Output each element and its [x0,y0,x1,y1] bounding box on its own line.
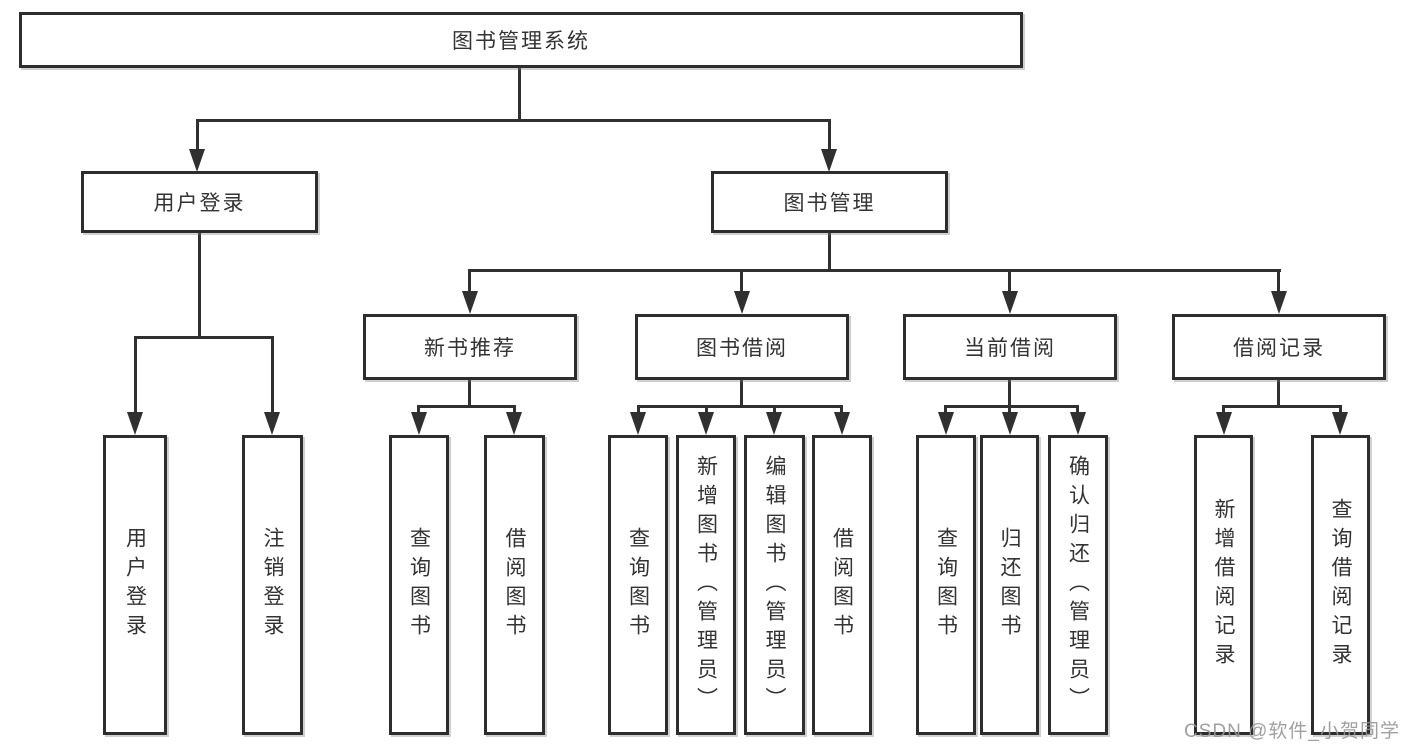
connector-drop [637,405,640,414]
leaf-label: 借阅图书 [830,527,854,643]
leaf-edit-books-admin: 编辑图书（管理员） [744,435,805,735]
connector-user-rail [134,336,274,339]
connector-drop [1222,405,1225,414]
arrow-down-icon [698,412,714,435]
leaf-label: 新增图书（管理员） [694,454,718,716]
node-label: 图书管理系统 [452,30,590,53]
node-label: 借阅记录 [1233,337,1325,360]
arrow-down-icon [1271,291,1287,314]
node-label: 用户登录 [153,192,246,215]
leaf-label: 注销登录 [261,527,284,643]
node-borrowing-records: 借阅记录 [1172,314,1386,380]
arrow-down-icon [189,149,205,172]
leaf-label: 编辑图书（管理员） [763,454,786,716]
connector-drop [271,336,274,414]
connector-drop [944,405,947,414]
node-label: 当前借阅 [964,337,1056,360]
leaf-confirm-return-admin: 确认归还（管理员） [1048,435,1108,735]
leaf-return-books: 归还图书 [980,435,1039,735]
leaf-add-books-admin: 新增图书（管理员） [676,435,736,735]
node-new-book-recommendation: 新书推荐 [363,314,577,380]
arrow-down-icon [938,412,954,435]
node-user-login-branch: 用户登录 [81,171,318,233]
leaf-label: 确认归还（管理员） [1066,454,1090,716]
leaf-label: 查询图书 [407,527,431,643]
arrow-down-icon [1216,412,1232,435]
leaf-query-books-current: 查询图书 [916,435,976,735]
connector-user-stem [198,233,201,338]
connector-group-rail [1222,405,1342,408]
arrow-down-icon [1002,412,1018,435]
connector-book-stem [828,233,831,271]
connector-drop [1076,405,1079,414]
leaf-label: 查询图书 [626,527,650,643]
arrow-down-icon [462,291,478,314]
connector-drop [417,405,420,414]
leaf-label: 查询图书 [934,527,958,643]
connector-group-rail [637,405,843,408]
arrow-down-icon [1002,291,1018,314]
connector-drop [773,405,776,414]
leaf-user-login: 用户登录 [103,435,167,735]
connector-group-stem [740,380,743,407]
node-library-management-system: 图书管理系统 [19,12,1023,68]
connector-drop [840,405,843,414]
connector-drop [468,269,471,294]
node-label: 新书推荐 [424,337,516,360]
connector-drop [740,269,743,294]
leaf-label: 查询借阅记录 [1329,498,1352,672]
connector-drop [196,119,199,152]
arrow-down-icon [630,412,646,435]
connector-drop [513,405,516,414]
arrow-down-icon [127,412,143,435]
arrow-down-icon [411,412,427,435]
connector-group-rail [945,405,1079,408]
connector-level3-rail [469,269,1281,272]
leaf-label: 用户登录 [123,527,147,643]
connector-drop [705,405,708,414]
leaf-label: 归还图书 [998,527,1021,643]
leaf-logout: 注销登录 [242,435,303,735]
arrow-down-icon [1070,412,1086,435]
arrow-down-icon [506,412,522,435]
connector-level2-rail [196,119,831,122]
node-book-borrowing: 图书借阅 [635,314,849,380]
connector-group-stem [1277,380,1280,407]
connector-drop [1008,405,1011,414]
connector-drop [828,119,831,152]
connector-group-rail [418,405,516,408]
leaf-label: 借阅图书 [503,527,526,643]
connector-drop [134,336,137,414]
connector-group-stem [1008,380,1011,407]
connector-group-stem [468,380,471,407]
connector-drop [1277,269,1280,294]
leaf-query-books-borrowing: 查询图书 [608,435,668,735]
leaf-label: 新增借阅记录 [1212,498,1235,672]
leaf-add-borrow-record: 新增借阅记录 [1194,435,1253,735]
arrow-down-icon [766,412,782,435]
arrow-down-icon [821,149,837,172]
leaf-query-books-recommend: 查询图书 [389,435,449,735]
arrow-down-icon [1332,412,1348,435]
connector-root-stem [518,68,521,121]
node-label: 图书管理 [783,192,876,215]
node-book-management-branch: 图书管理 [711,171,948,233]
leaf-query-borrow-record: 查询借阅记录 [1311,435,1370,735]
node-current-borrowing: 当前借阅 [903,314,1117,380]
connector-drop [1339,405,1342,414]
node-label: 图书借阅 [696,337,788,360]
connector-drop [1008,269,1011,294]
leaf-borrow-books: 借阅图书 [812,435,872,735]
arrow-down-icon [834,412,850,435]
arrow-down-icon [734,291,750,314]
arrow-down-icon [264,412,280,435]
csdn-watermark: CSDN @软件_小贺同学 [1184,721,1400,742]
leaf-borrow-books-recommend: 借阅图书 [484,435,545,735]
